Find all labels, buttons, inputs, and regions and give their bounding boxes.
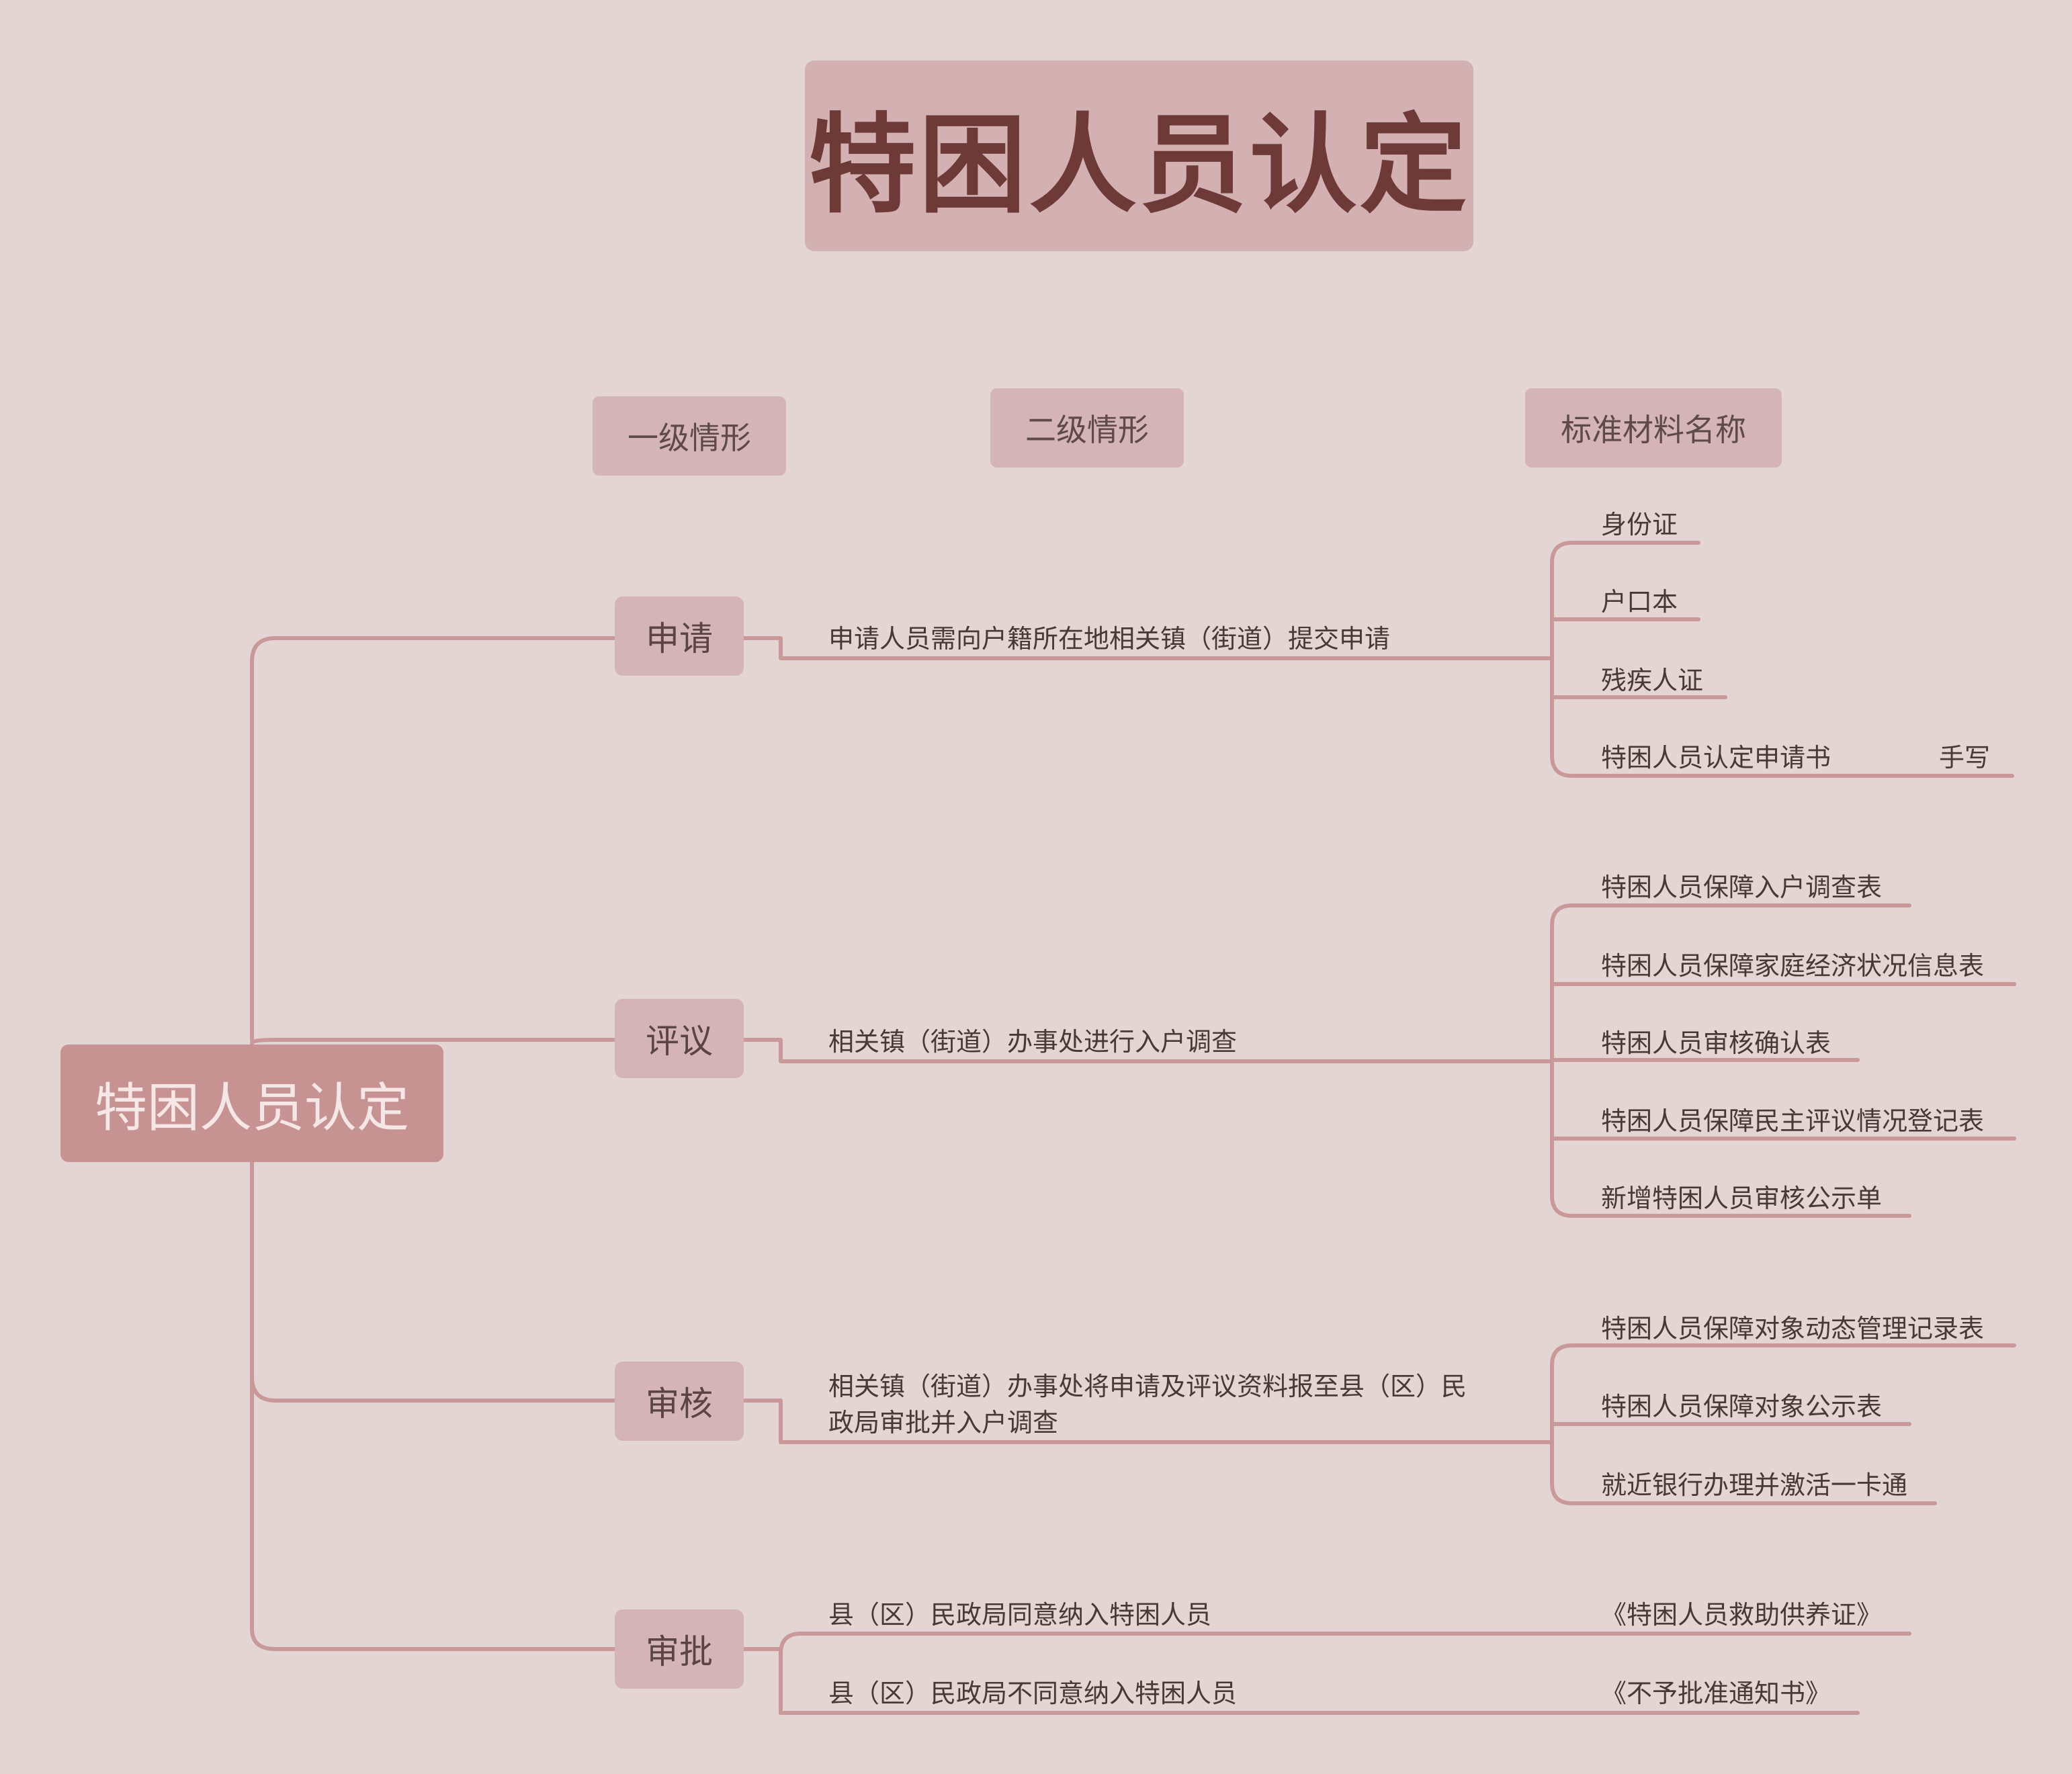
audit-description-line1: 相关镇（街道）办事处将申请及评议资料报至县（区）民 — [828, 1372, 1467, 1401]
header-materials: 标准材料名称 — [1525, 388, 1782, 468]
material-item: 新增特困人员审核公示单 — [1601, 1184, 1883, 1213]
node-apply: 申请 — [615, 596, 744, 676]
review-description: 相关镇（街道）办事处进行入户调查 — [828, 1027, 1238, 1057]
audit-description-line2: 政局审批并入户调查 — [828, 1408, 1059, 1437]
header-level2: 二级情形 — [990, 388, 1184, 468]
header-level1: 一级情形 — [593, 396, 786, 476]
material-item: 残疾人证 — [1601, 666, 1704, 695]
material-item: 特困人员认定申请书 — [1601, 743, 1831, 772]
material-item: 就近银行办理并激活一卡通 — [1601, 1470, 1908, 1500]
material-item: 特困人员保障对象动态管理记录表 — [1601, 1314, 1985, 1343]
approve-outcome-yes: 县（区）民政局同意纳入特困人员 — [828, 1600, 1212, 1630]
material-item: 特困人员审核确认表 — [1601, 1028, 1831, 1058]
material-item: 户口本 — [1601, 587, 1678, 617]
node-audit: 审核 — [615, 1362, 744, 1441]
reject-document: 《不予批准通知书》 — [1601, 1679, 1831, 1708]
material-item: 特困人员保障民主评议情况登记表 — [1601, 1106, 1985, 1136]
approve-document: 《特困人员救助供养证》 — [1601, 1600, 1883, 1630]
material-item: 特困人员保障家庭经济状况信息表 — [1601, 951, 1985, 981]
trunk-line — [250, 636, 617, 1042]
node-review: 评议 — [615, 999, 744, 1078]
page-title: 特困人员认定 — [805, 60, 1473, 251]
approve-outcome-no: 县（区）民政局不同意纳入特困人员 — [828, 1679, 1238, 1708]
material-item: 特困人员保障对象公示表 — [1601, 1392, 1883, 1421]
material-item: 身份证 — [1601, 510, 1678, 539]
apply-description: 申请人员需向户籍所在地相关镇（街道）提交申请 — [828, 624, 1391, 654]
root-node: 特困人员认定 — [60, 1045, 443, 1162]
node-approve: 审批 — [615, 1609, 744, 1689]
material-note: 手写 — [1939, 743, 1991, 772]
material-item: 特困人员保障入户调查表 — [1601, 873, 1883, 902]
